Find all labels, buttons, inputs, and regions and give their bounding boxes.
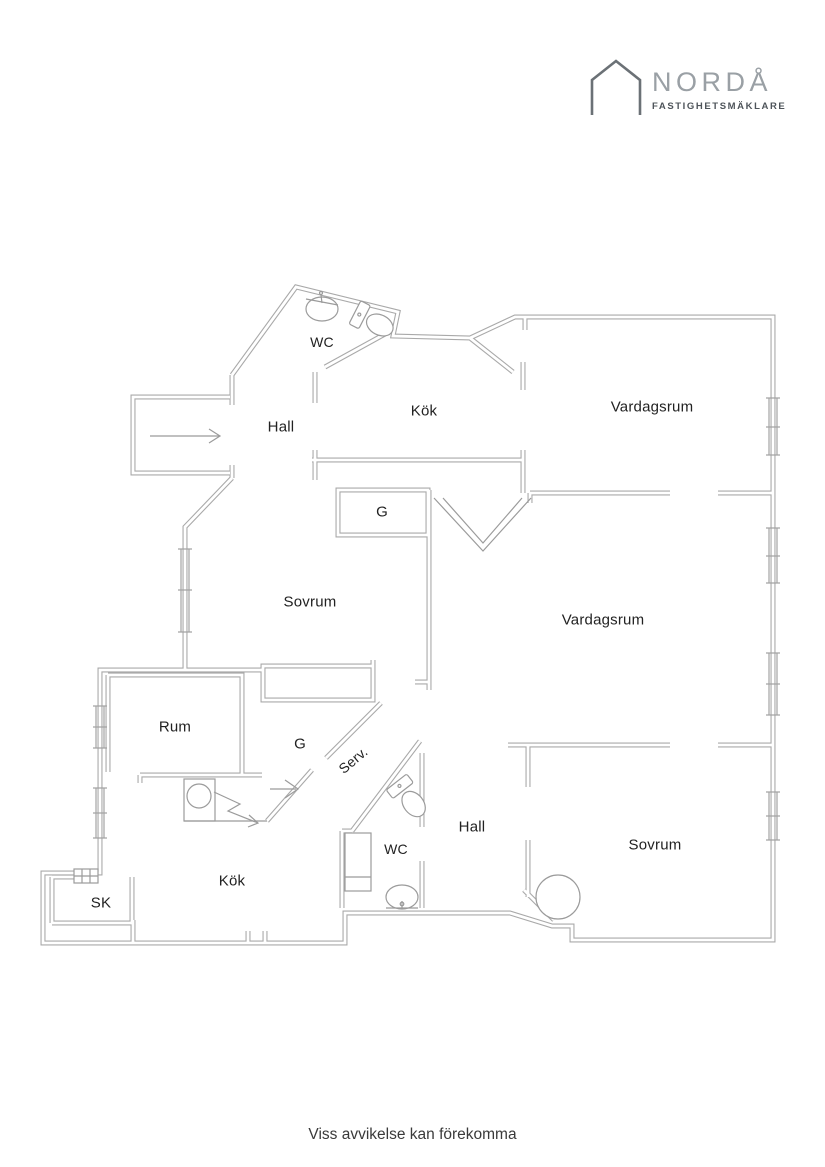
room-label-vardagsrum-mid: Vardagsrum <box>561 611 645 629</box>
room-label-hall-top: Hall <box>267 418 295 436</box>
room-label-sovrum-left: Sovrum <box>283 593 337 611</box>
room-label-kok-top: Kök <box>410 402 438 420</box>
window-icon <box>93 705 107 749</box>
door-arrow-icon <box>270 779 300 799</box>
logo-tagline: FASTIGHETSMÄKLARE <box>652 101 787 112</box>
room-label-sk: SK <box>90 894 112 912</box>
room-label-sovrum-bottom: Sovrum <box>628 836 682 854</box>
washing-machine-icon <box>183 778 267 822</box>
shaft-hatch-icon <box>73 868 99 884</box>
logo: NORDÅ FASTIGHETSMÄKLARE <box>588 57 798 119</box>
sink-icon <box>385 884 419 910</box>
room-label-g-small: G <box>294 735 306 753</box>
window-icon <box>93 787 107 839</box>
door-swing-icon <box>433 497 532 552</box>
room-label-kok-bottom: Kök <box>218 872 246 890</box>
window-icon <box>766 397 780 456</box>
disclaimer-text: Viss avvikelse kan förekomma <box>308 1126 517 1143</box>
room-label-rum: Rum <box>158 718 192 736</box>
cabinet-icon <box>344 832 372 892</box>
logo-brand: NORDÅ <box>652 67 773 97</box>
stove-icon <box>535 874 581 920</box>
house-outline-icon <box>590 59 642 115</box>
room-label-vardagsrum-top: Vardagsrum <box>610 398 694 416</box>
entrance-arrow-icon <box>150 428 222 444</box>
window-icons <box>93 397 780 841</box>
fixtures <box>73 290 581 920</box>
sink-icon <box>305 290 339 322</box>
toilet-icon <box>349 300 394 337</box>
window-icon <box>178 548 192 633</box>
room-label-g-top: G <box>376 503 388 521</box>
window-icon <box>766 791 780 841</box>
lightning-icon <box>213 791 260 828</box>
toilet-icon <box>386 774 426 818</box>
room-label-wc-top: WC <box>310 334 334 350</box>
room-label-hall-bottom: Hall <box>458 818 486 836</box>
window-icon <box>766 652 780 716</box>
room-label-wc-bottom: WC <box>384 841 408 857</box>
window-icon <box>766 527 780 584</box>
